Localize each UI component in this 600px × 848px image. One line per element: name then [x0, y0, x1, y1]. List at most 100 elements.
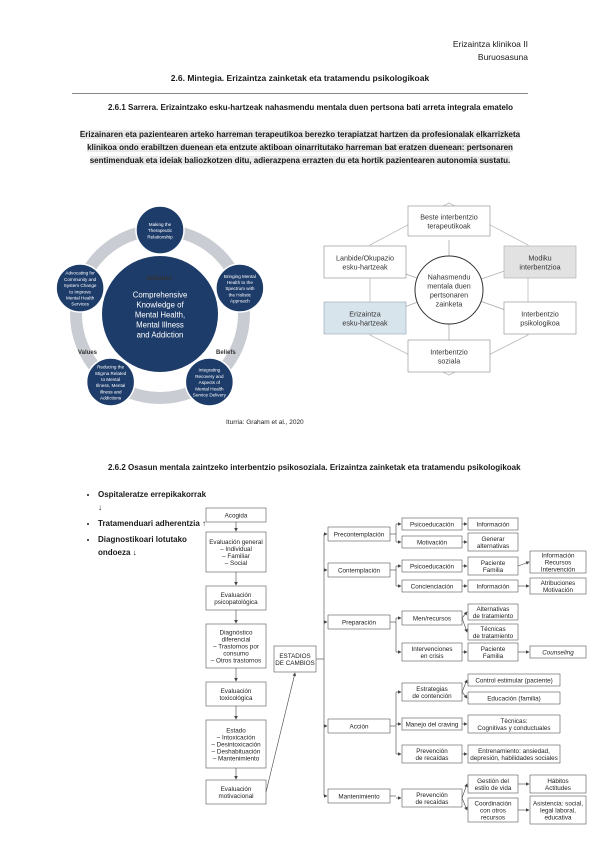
- cycle-node-line: Advocating for: [65, 271, 95, 276]
- cycle-center-line: Comprehensive: [133, 291, 188, 300]
- flow-right-box-text: depresión, habilidades sociales: [470, 755, 558, 762]
- flow-left-box-text: motivacional: [219, 793, 254, 800]
- flow-right-box: [467, 532, 519, 552]
- flow-mid-box-text: Psicoeducación: [410, 521, 455, 528]
- flow-right-box-text: de tratamiento: [473, 633, 514, 640]
- flow-far-box-text: Asistencia: social,: [533, 800, 583, 807]
- psychosocial-heading: 2.6.2 Osasun mentala zaintzeko interbent…: [108, 463, 521, 472]
- flow-left-box-text: Evaluación: [221, 688, 252, 695]
- flow-far-box-text: Información: [542, 552, 575, 559]
- flow-mid-box-text: Men/recursos: [413, 615, 451, 622]
- bullet-list: Ospitaleratze errepikakorrak ↓ Tratamend…: [88, 488, 210, 562]
- cycle-node-line: System Change: [64, 283, 97, 288]
- label-values: Values: [78, 350, 98, 356]
- flow-left-box-text: Evaluación general: [209, 539, 263, 546]
- radial-top-line: terapeutikoak: [427, 222, 471, 231]
- intro-heading: 2.6.1 Sarrera.: [108, 103, 159, 112]
- radial-center-line: mentala duen: [427, 282, 471, 291]
- cycle-center-line: and Addiction: [137, 331, 184, 340]
- flow-right-box-text: alternativas: [477, 543, 509, 550]
- radial-node-right: [503, 245, 577, 279]
- flow-right-box-text: estilo de vida: [475, 785, 512, 792]
- flow-left-box-text: – Familiar: [222, 553, 250, 560]
- intro-paragraph: 2.6.1 Sarrera. Erizaintzako esku-hartzea…: [72, 101, 528, 114]
- psychosocial-heading-box: 2.6.2 Osasun mentala zaintzeko interbent…: [72, 461, 528, 474]
- cycle-node-line: Mental Health: [66, 296, 95, 301]
- flow-stage-box-text: Preparación: [342, 619, 376, 626]
- flow-right-box-text: con otros: [480, 807, 506, 814]
- flow-left-box-text: toxicológica: [220, 695, 253, 702]
- radial-node-top: [407, 205, 491, 237]
- flow-right-box: [467, 797, 519, 823]
- cycle-node-line: Spectrum with: [225, 286, 255, 291]
- flow-left-box-text: consumo: [223, 650, 249, 657]
- cycle-node: [184, 357, 235, 407]
- radial-center-line: pertsonaren: [430, 291, 468, 300]
- flow-right-box: [467, 603, 519, 621]
- flow-right-box-text: Gestión del: [477, 778, 509, 785]
- flow-far-box-text: Actitudes: [545, 785, 571, 792]
- cycle-node: [215, 263, 265, 313]
- flow-right-box-text: Educación (familia): [487, 695, 541, 702]
- cycle-center-line: Knowledge of: [136, 301, 184, 310]
- cycle-node-line: Integrating: [199, 368, 221, 373]
- flow-far-box: [529, 774, 587, 794]
- cycle-center-line: Mental Health,: [135, 311, 185, 320]
- flow-left-box: [205, 585, 267, 611]
- cycle-node-line: Health to the: [227, 280, 253, 285]
- flow-mid-box-text: de recaídas: [416, 799, 449, 806]
- flow-mid-box-text: Manejo del craving: [406, 721, 459, 728]
- cycle-node-line: Reducing the: [97, 365, 125, 370]
- flow-right-box-text: Alternativas: [477, 606, 510, 613]
- cycle-node-line: Approach: [230, 299, 250, 304]
- flow-right-box-text: Familia: [483, 653, 504, 660]
- flow-far-box-text: Intervención: [541, 566, 576, 573]
- cycle-node-line: to Improve: [69, 289, 91, 294]
- cycle-node-line: Mental Health: [195, 386, 224, 391]
- section-title: 2.6. Mintegia. Erizaintza zainketak eta …: [170, 73, 430, 83]
- flow-right-box: [467, 744, 561, 764]
- flow-stage-box-text: Mantenimiento: [338, 793, 380, 800]
- flow-left-box-text: – Trastornos por: [213, 643, 259, 650]
- flow-stage-box-text: Acción: [350, 723, 369, 730]
- flow-right-box-text: recursos: [481, 814, 505, 821]
- cycle-node: [55, 263, 105, 313]
- radial-center: [414, 255, 484, 325]
- radial-center-line: Nahasmendu: [428, 273, 471, 282]
- cycle-node: [85, 357, 136, 407]
- radial-node-bottom-left: [323, 301, 407, 335]
- cycle-node-line: Services: [71, 302, 89, 307]
- radial-node-left: [323, 245, 407, 279]
- radial-bottom-right-line: Interbentzio: [521, 310, 559, 319]
- radial-top-line: Beste interbentzio: [420, 213, 478, 222]
- flow-right-box-text: Información: [477, 521, 510, 528]
- cycle-node-line: Stigma Related: [95, 371, 127, 376]
- flow-mid-box-text: Prevención: [416, 792, 448, 799]
- flow-far-box: [529, 645, 587, 659]
- flow-mid-box-text: en crisis: [420, 653, 443, 660]
- flow-mid-box-text: Concienciación: [411, 583, 454, 590]
- flow-right-box-text: de tratamiento: [473, 613, 514, 620]
- bullet-item: Diagnostikoari lotutako ondoeza ↓: [98, 533, 210, 559]
- cycle-node-line: to Mental: [101, 377, 120, 382]
- flow-mid-box-text: de contención: [412, 693, 452, 700]
- radial-bottom-right-line: psikologikoa: [520, 319, 560, 328]
- flow-right-box-text: Control estimular (paciente): [475, 677, 552, 684]
- cycle-node-line: Community and: [64, 277, 97, 282]
- cycle-node-line: Illness and: [100, 389, 122, 394]
- flow-far-box-text: Recursos: [545, 559, 572, 566]
- flow-right-box-text: Generar: [481, 536, 504, 543]
- cycle-node-line: Making the: [149, 222, 172, 227]
- flow-left-box: [205, 779, 267, 805]
- label-attitudes: Attitudes: [146, 276, 173, 282]
- flow-left-box-text: – Otros trastornos: [211, 657, 261, 664]
- flow-right-box-text: Información: [477, 583, 510, 590]
- cycle-node-line: Addictions: [100, 396, 122, 401]
- document-header: Erizaintza klinikoa II Buruosasuna: [453, 38, 528, 64]
- flow-far-box-text: Motivación: [543, 587, 574, 594]
- cycle-node-line: Therapeutic: [148, 228, 173, 233]
- flow-right-box-text: Paciente: [481, 646, 506, 653]
